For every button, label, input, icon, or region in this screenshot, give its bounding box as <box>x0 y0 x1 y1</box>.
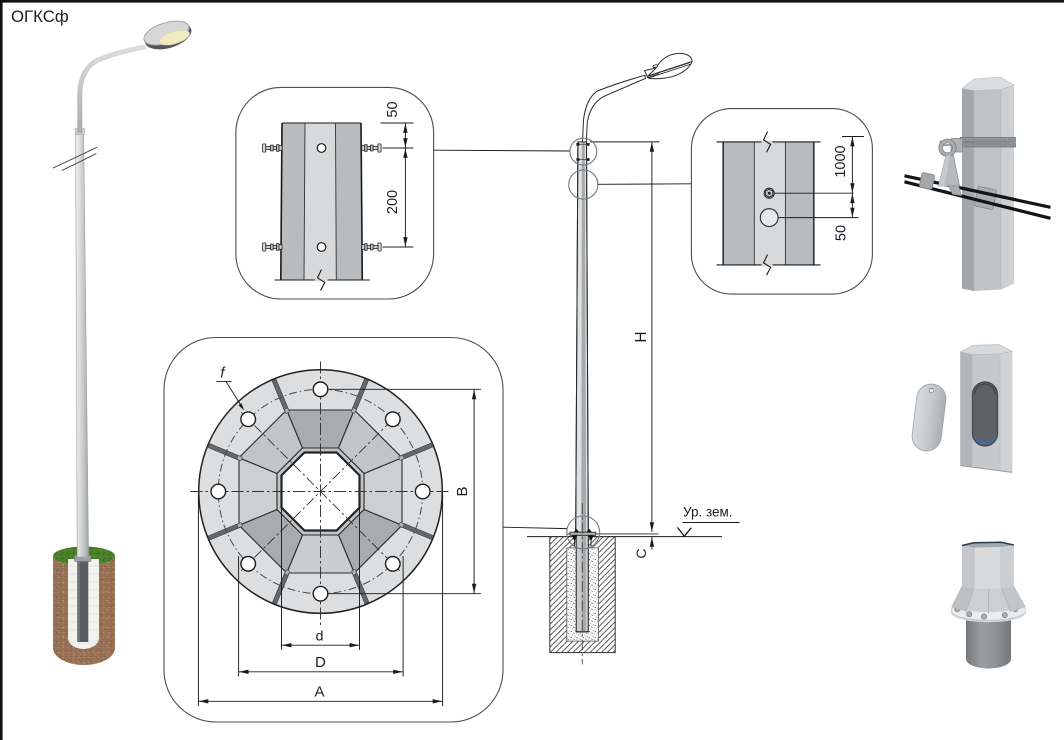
svg-text:200: 200 <box>385 190 401 214</box>
svg-text:f: f <box>220 366 226 382</box>
svg-text:ОГКСф: ОГКСф <box>11 7 69 26</box>
svg-text:Ур. зем.: Ур. зем. <box>683 505 733 520</box>
svg-text:H: H <box>633 331 650 342</box>
svg-text:C: C <box>633 548 649 558</box>
svg-text:50: 50 <box>834 225 850 241</box>
svg-text:50: 50 <box>385 101 401 117</box>
svg-text:d: d <box>316 628 324 644</box>
svg-text:B: B <box>454 486 471 496</box>
svg-text:A: A <box>314 683 324 700</box>
svg-text:D: D <box>315 654 326 671</box>
svg-text:1000: 1000 <box>833 145 849 177</box>
